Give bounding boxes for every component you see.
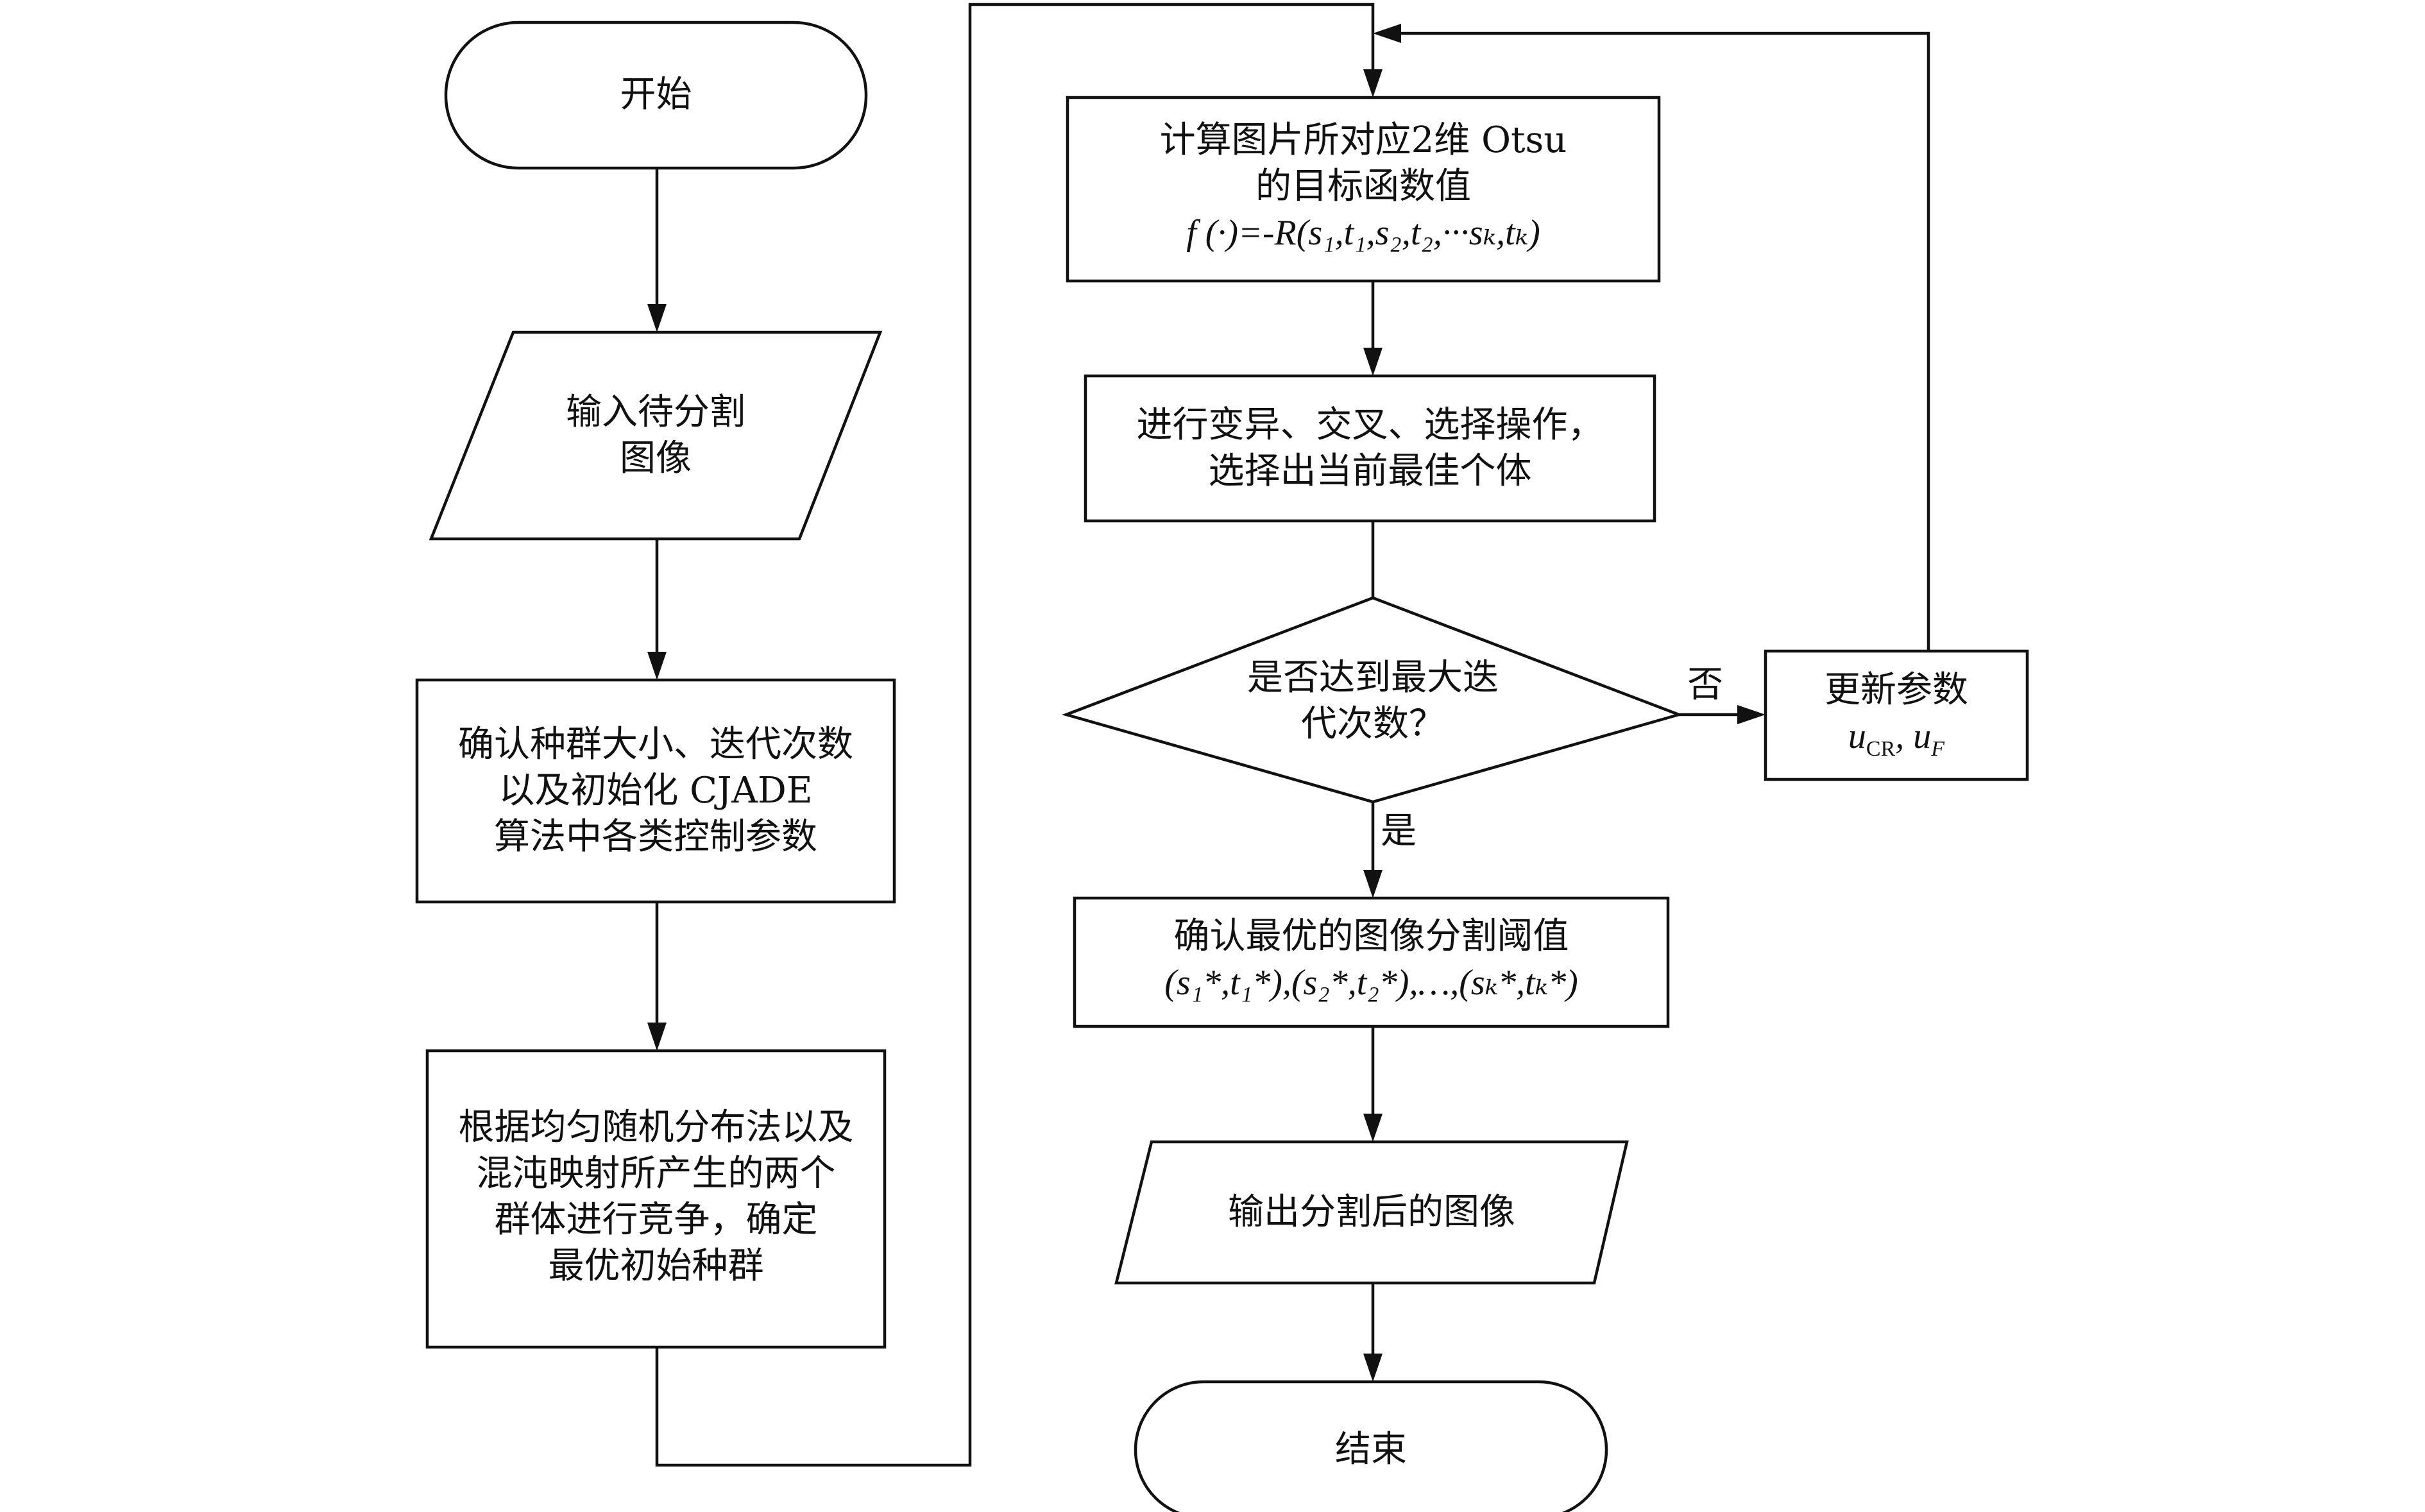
update-label: 更新参数 uCR, uF	[1766, 667, 2027, 772]
arrow-head	[1363, 1354, 1383, 1382]
end-terminator	[1134, 1380, 1608, 1512]
start-label: 开始	[620, 74, 692, 115]
decision-line-2: 代次数？	[1301, 703, 1445, 745]
arrow-head	[647, 652, 667, 680]
input-label: 输入待分割 图像	[431, 389, 880, 482]
evolve-process	[1084, 374, 1656, 523]
arrow-head	[647, 1023, 667, 1051]
arrow-head	[1363, 348, 1383, 376]
arrow-head	[1363, 69, 1383, 98]
arrow-head	[1363, 1114, 1383, 1142]
optimal-line-1: 确认最优的图像分割阈值	[1173, 915, 1569, 957]
update-line-1: 更新参数	[1825, 669, 1968, 711]
edge-label-yes: 是	[1381, 810, 1417, 852]
optimal-label: 确认最优的图像分割阈值 (s₁*,t₁*),(s₂*,t₂*),…,(sₖ*,t…	[1075, 913, 1668, 1006]
fitness-formula: f (·)=-R(s₁,t₁,s₂,t₂,···sₖ,tₖ)	[1186, 213, 1540, 253]
evolve-line-1: 进行变异、交叉、选择操作，	[1136, 404, 1604, 446]
fitness-line-1: 计算图片所对应2维 Otsu	[1159, 119, 1567, 161]
input-parallelogram	[429, 330, 883, 541]
compete-line-2: 混沌映射所产生的两个	[476, 1153, 836, 1194]
optimal-process	[1073, 896, 1670, 1028]
init-line-1: 确认种群大小、迭代次数	[458, 724, 853, 765]
arrow-head	[1373, 24, 1401, 43]
input-line-2: 图像	[620, 437, 692, 479]
start-terminator	[444, 21, 868, 170]
output-parallelogram	[1114, 1140, 1629, 1285]
compete-line-3: 群体进行竞争，确定	[494, 1199, 818, 1241]
edge-update-fitness	[1401, 31, 1930, 651]
output-label: 输出分割后的图像	[1228, 1191, 1515, 1233]
connectors	[647, 3, 1930, 1467]
update-formula: uCR, uF	[1848, 717, 1945, 761]
input-line-1: 输入待分割	[566, 391, 745, 433]
init-line-3: 算法中各类控制参数	[494, 816, 817, 858]
decision-diamond	[1061, 596, 1684, 804]
arrow-head	[1737, 705, 1766, 724]
compete-process	[425, 1049, 887, 1349]
fitness-line-2: 的目标函数值	[1255, 166, 1471, 207]
end-label: 结束	[1335, 1429, 1407, 1470]
update-process	[1764, 649, 2029, 781]
init-process	[415, 678, 896, 904]
evolve-line-2: 选择出当前最佳个体	[1208, 450, 1532, 492]
edge-label-no: 否	[1687, 664, 1723, 706]
compete-label: 根据均匀随机分布法以及 混沌映射所产生的两个 群体进行竞争，确定 最优初始种群	[427, 1105, 885, 1289]
edge-compete-fitness	[655, 3, 1375, 1467]
init-label: 确认种群大小、迭代次数 以及初始化 CJADE 算法中各类控制参数	[417, 722, 894, 860]
fitness-process	[1066, 96, 1661, 283]
evolve-label: 进行变异、交叉、选择操作， 选择出当前最佳个体	[1085, 402, 1655, 495]
optimal-formula: (s₁*,t₁*),(s₂*,t₂*),…,(sₖ*,tₖ*)	[1164, 963, 1578, 1003]
decision-label: 是否达到最大迭 代次数？	[1155, 655, 1591, 747]
decision-line-1: 是否达到最大迭	[1247, 657, 1499, 699]
init-line-2: 以及初始化 CJADE	[498, 770, 813, 811]
fitness-label: 计算图片所对应2维 Otsu 的目标函数值 f (·)=-R(s₁,t₁,s₂,…	[1068, 117, 1659, 256]
compete-line-1: 根据均匀随机分布法以及	[458, 1107, 854, 1148]
arrow-head	[1363, 870, 1383, 898]
arrow-head	[647, 304, 667, 332]
compete-line-4: 最优初始种群	[548, 1245, 764, 1287]
